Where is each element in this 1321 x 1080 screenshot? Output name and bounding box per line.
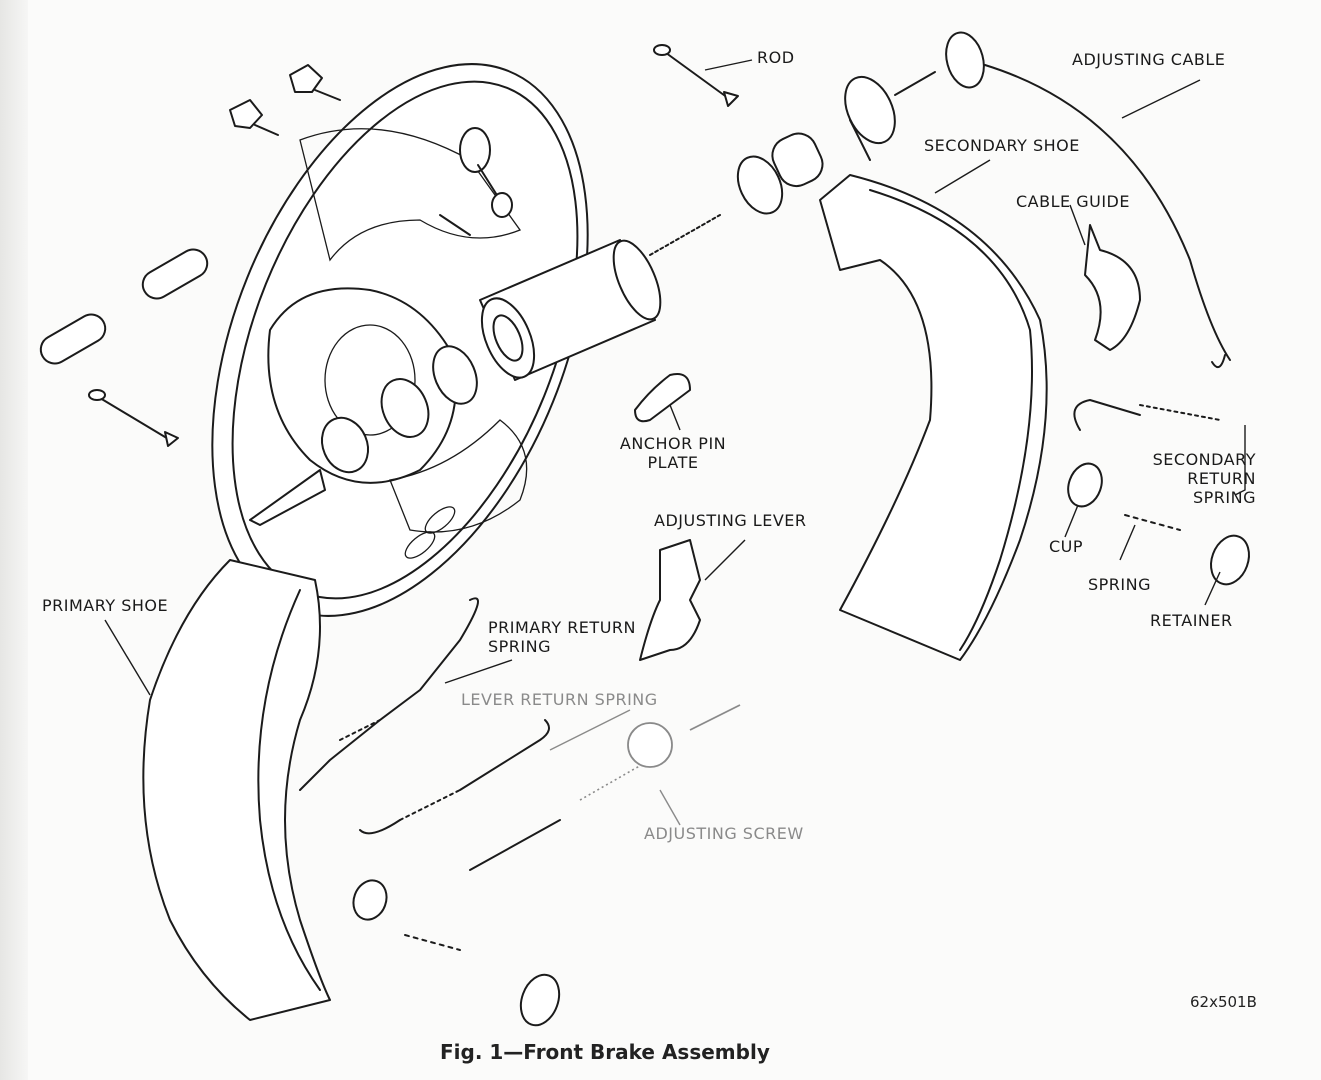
retainer (1210, 534, 1250, 586)
label-adjusting-screw: ADJUSTING SCREW (644, 824, 804, 843)
wheel-cylinder (249, 239, 662, 526)
label-adjusting-cable: ADJUSTING CABLE (1072, 50, 1226, 69)
scanned-page-edge (0, 0, 28, 1080)
label-spring: SPRING (1088, 575, 1152, 594)
label-adjusting-lever: ADJUSTING LEVER (654, 511, 807, 530)
leader-lines (104, 59, 1246, 826)
secondary-return-spring (1073, 399, 1221, 431)
primary-return-spring (299, 597, 479, 791)
primary-shoe (142, 559, 331, 1021)
label-rod: ROD (757, 48, 795, 67)
hold-down-spring (1124, 514, 1181, 531)
cable-guide (1084, 224, 1141, 351)
adjusting-hole-plugs (39, 248, 209, 365)
label-cable-guide: CABLE GUIDE (1016, 192, 1130, 211)
label-cup: CUP (1049, 537, 1084, 556)
label-secondary-return-spring: SECONDARY RETURN SPRING (1152, 450, 1256, 507)
adjusting-screw (469, 704, 741, 871)
mounting-bolts (229, 64, 341, 136)
cylinder-parts (649, 31, 985, 256)
adjusting-lever (639, 539, 701, 661)
rods (88, 44, 739, 447)
label-anchor-pin-plate: ANCHOR PIN PLATE (619, 434, 727, 472)
label-lever-return-spring: LEVER RETURN SPRING (461, 690, 658, 709)
label-retainer: RETAINER (1150, 611, 1233, 630)
figure-caption: Fig. 1—Front Brake Assembly (440, 1040, 770, 1064)
label-primary-shoe: PRIMARY SHOE (42, 596, 169, 615)
anchor-pin (439, 127, 513, 236)
label-primary-return-spring: PRIMARY RETURN SPRING (488, 618, 636, 656)
label-secondary-shoe: SECONDARY SHOE (924, 136, 1080, 155)
adjusting-cable (984, 64, 1231, 361)
secondary-shoe (819, 174, 1048, 661)
figure-code: 62x501B (1190, 993, 1257, 1011)
lever-return-spring (399, 789, 461, 821)
anchor-pin-plate (634, 373, 691, 423)
